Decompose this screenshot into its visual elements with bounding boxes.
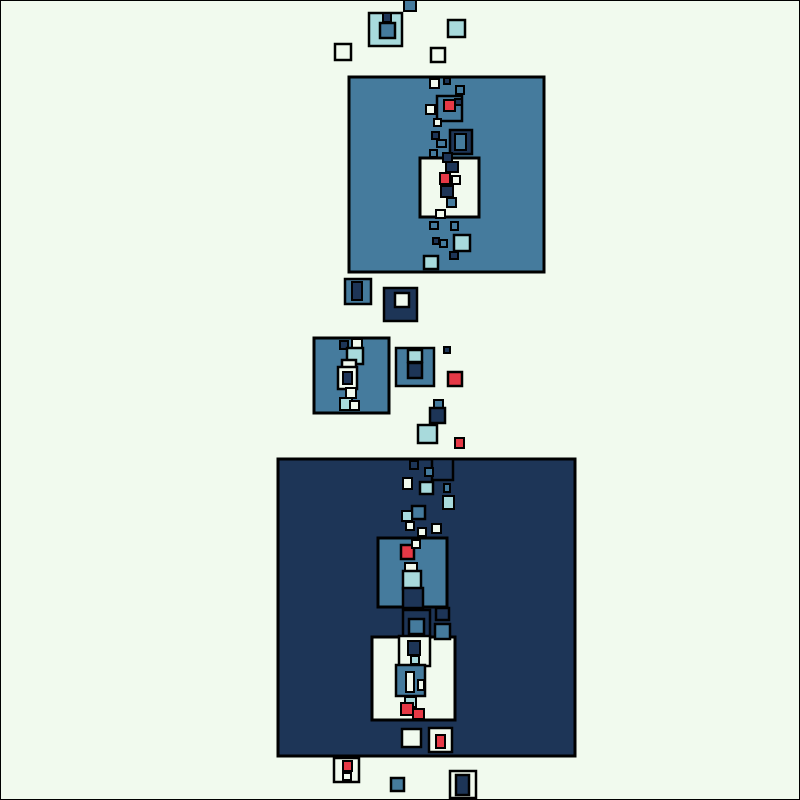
square-white: [345, 387, 357, 399]
square-dark: [407, 640, 421, 656]
square-dark: [342, 371, 353, 385]
square-medium: [403, 0, 417, 12]
square-light: [416, 423, 439, 445]
square-medium: [429, 149, 438, 158]
square-dark: [434, 606, 451, 622]
square-light: [406, 348, 424, 364]
square-light: [410, 655, 420, 665]
square-white: [402, 477, 413, 490]
square-white: [351, 338, 363, 349]
square-dark: [430, 457, 455, 482]
square-dark: [401, 586, 425, 610]
square-white: [429, 78, 440, 89]
square-dark: [339, 340, 349, 350]
square-medium: [450, 221, 459, 231]
square-white: [405, 671, 415, 693]
square-red: [412, 708, 425, 720]
square-white: [400, 727, 423, 749]
square-white: [433, 118, 442, 127]
square-light: [422, 254, 440, 271]
square-white: [417, 527, 427, 537]
square-dark: [454, 98, 463, 106]
square-light: [401, 569, 423, 591]
square-light: [401, 510, 413, 522]
square-red: [443, 99, 456, 112]
square-red: [446, 370, 464, 388]
square-dark: [440, 185, 454, 198]
square-dark: [406, 361, 424, 380]
square-dark: [454, 773, 471, 797]
square-dark: [351, 281, 363, 301]
square-dark: [442, 152, 453, 163]
square-medium: [378, 21, 397, 40]
square-red: [400, 702, 414, 716]
square-red: [454, 437, 465, 449]
square-dark: [443, 77, 451, 85]
square-red: [342, 760, 353, 772]
square-medium: [407, 617, 426, 636]
square-light: [442, 495, 455, 510]
square-medium: [389, 776, 406, 793]
square-white: [405, 521, 415, 531]
square-medium: [454, 133, 467, 151]
square-light: [446, 18, 467, 39]
square-white: [342, 772, 352, 781]
square-white: [417, 679, 425, 691]
square-red: [435, 734, 446, 749]
square-white: [451, 175, 461, 185]
square-medium: [410, 504, 427, 521]
square-light: [418, 480, 435, 496]
square-medium: [436, 139, 447, 148]
square-white: [393, 291, 411, 309]
square-dark: [409, 460, 419, 470]
square-medium: [443, 483, 451, 493]
square-white: [429, 46, 447, 64]
square-dark: [445, 161, 459, 173]
square-dark: [432, 237, 440, 245]
square-red: [399, 543, 416, 561]
square-medium: [446, 197, 457, 208]
square-group: [276, 0, 577, 800]
square-white: [431, 523, 442, 534]
square-medium: [455, 85, 465, 95]
square-white: [425, 104, 436, 115]
square-white: [349, 400, 360, 411]
square-dark: [428, 406, 447, 425]
square-light: [452, 233, 472, 253]
square-dark: [449, 251, 459, 260]
square-white: [435, 209, 446, 219]
square-medium: [424, 467, 434, 477]
square-dark: [382, 12, 392, 23]
square-red: [439, 172, 451, 185]
square-dark: [431, 131, 440, 140]
square-white: [411, 539, 421, 549]
square-white: [333, 42, 353, 62]
square-medium: [433, 622, 452, 641]
square-medium: [429, 221, 439, 230]
square-dark: [443, 346, 451, 354]
square-medium: [439, 239, 448, 248]
